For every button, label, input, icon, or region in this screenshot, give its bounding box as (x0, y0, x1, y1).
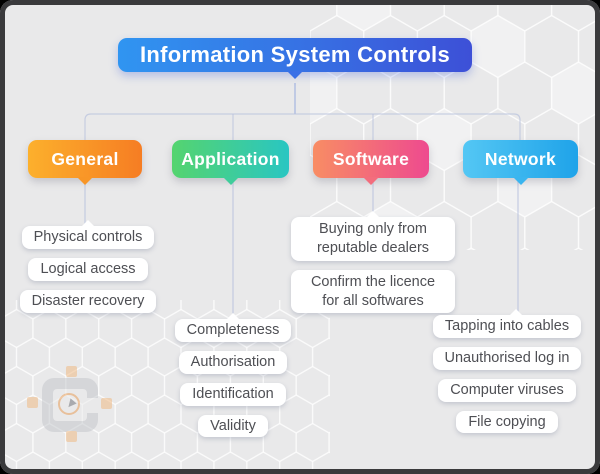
node-pointer (512, 177, 529, 185)
list-item: Completeness (174, 313, 292, 342)
list-item: Confirm the licence for all softwares (291, 269, 455, 314)
branch-label: Software (332, 148, 410, 169)
branch-node-software: Software (313, 140, 429, 185)
branch-label: Network (484, 148, 557, 169)
list-item: File copying (456, 410, 558, 434)
software-items-column: Buying only from reputable dealers Confi… (291, 211, 455, 314)
root-node-information-system-controls: Information System Controls (118, 38, 472, 79)
general-items-column: Physical controls Logical access Disaste… (18, 220, 158, 313)
branch-node-general: General (28, 140, 142, 185)
list-item: Unauthorised log in (432, 346, 582, 370)
node-pointer (363, 177, 379, 185)
item-pointer (366, 211, 380, 218)
page-title: Information System Controls (139, 42, 451, 67)
compass-icon (58, 393, 80, 415)
branch-label: General (51, 148, 119, 169)
item-pointer (226, 313, 240, 320)
node-pointer (287, 71, 303, 79)
item-pointer (80, 220, 95, 227)
network-items-column: Tapping into cables Unauthorised log in … (424, 309, 590, 434)
list-item: Authorisation (178, 350, 288, 374)
list-item: Validity (198, 414, 268, 438)
list-item: Logical access (28, 257, 148, 281)
list-item: Identification (180, 382, 286, 406)
watermark-logo (20, 360, 150, 455)
list-item: Tapping into cables (432, 309, 582, 338)
item-pointer (508, 309, 523, 316)
branch-node-application: Application (172, 140, 289, 185)
list-item: Disaster recovery (19, 289, 157, 313)
branch-label: Application (181, 148, 280, 169)
application-items-column: Completeness Authorisation Identificatio… (163, 313, 303, 438)
node-pointer (77, 177, 93, 185)
list-item: Buying only from reputable dealers (291, 211, 455, 261)
node-pointer (222, 177, 239, 185)
list-item: Physical controls (21, 220, 155, 249)
list-item: Computer viruses (438, 378, 576, 402)
branch-node-network: Network (463, 140, 578, 185)
